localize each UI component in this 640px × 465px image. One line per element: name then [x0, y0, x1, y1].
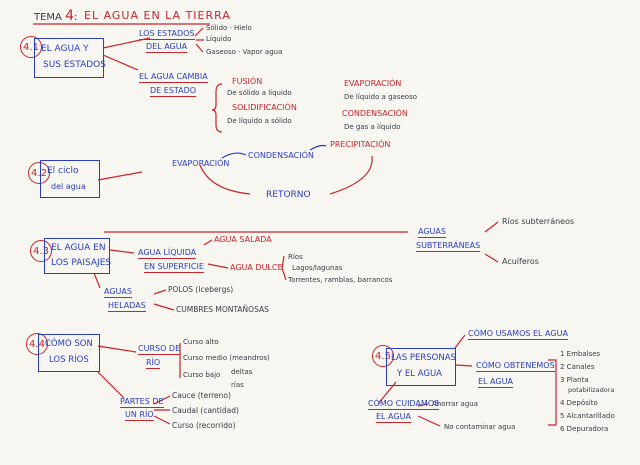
node-dulce: AGUA DULCE — [230, 263, 283, 272]
obt-item: 1 Embalses — [560, 350, 601, 358]
node-estados: LOS ESTADOS — [139, 29, 195, 40]
state-item: Sólido · Hielo — [206, 24, 252, 32]
section-number-4-5: 4.5 — [372, 345, 394, 367]
node-cuidamos: EL AGUA — [376, 412, 411, 423]
cuid-item: Ahorrar agua — [432, 400, 478, 408]
node-salada: AGUA SALADA — [214, 235, 272, 244]
node-subterraneas: AGUAS — [418, 227, 446, 238]
node-partes: UN RÍO — [125, 410, 154, 421]
box-line: EL AGUA EN — [51, 243, 106, 253]
dulce-item: Torrentes, ramblas, barrancos — [288, 276, 393, 284]
box-line: LAS PERSONAS — [391, 353, 456, 363]
sub-item: Ríos subterráneos — [502, 217, 575, 226]
section-number-4-3: 4.3 — [30, 240, 52, 262]
section-number-4-4: 4.4 — [26, 333, 48, 355]
node-liquida: AGUA LÍQUIDA — [138, 248, 197, 259]
partes-item: Caudal (cantidad) — [172, 406, 239, 415]
node-heladas: AGUAS — [104, 287, 132, 298]
curso-item: rías — [231, 381, 244, 389]
title-prefix: TEMA — [34, 12, 62, 23]
box-line: EL AGUA Y — [41, 44, 89, 54]
node-curso: RÍO — [146, 358, 161, 369]
cycle-step: PRECIPITACIÓN — [330, 140, 391, 149]
box-line: del agua — [51, 182, 86, 191]
partes-item: Cauce (terreno) — [172, 391, 231, 400]
node-liquida: EN SUPERFICIE — [144, 262, 204, 273]
obt-item: 6 Depuradora — [560, 425, 609, 433]
heladas-item: POLOS (Icebergs) — [168, 285, 234, 294]
node-usamos: CÓMO USAMOS EL AGUA — [468, 329, 568, 340]
change-name: FUSIÓN — [232, 77, 263, 86]
cycle-step: EVAPORACIÓN — [172, 159, 230, 168]
section-number-4-1: 4.1 — [20, 36, 42, 58]
node-obtenemos: CÓMO OBTENEMOS — [476, 361, 555, 372]
change-desc: De líquido a gaseoso — [344, 93, 418, 101]
obt-item: 3 Planta — [560, 376, 589, 384]
node-obtenemos: EL AGUA — [478, 377, 513, 388]
dulce-item: Lagos/lagunas — [292, 264, 343, 272]
box-line: Y EL AGUA — [397, 369, 442, 379]
change-name: EVAPORACIÓN — [344, 79, 402, 88]
change-name: SOLIDIFICACIÓN — [232, 103, 297, 112]
cuid-item: No contaminar agua — [444, 423, 516, 431]
state-item: Gaseoso · Vapor agua — [206, 48, 283, 56]
change-desc: De sólido a líquido — [227, 89, 292, 97]
change-desc: De líquido a sólido — [227, 117, 292, 125]
dulce-item: Ríos — [288, 253, 303, 261]
node-subterraneas: SUBTERRÁNEAS — [416, 241, 481, 252]
curso-item: Curso alto — [183, 338, 219, 346]
curso-item: Curso medio (meandros) — [183, 354, 270, 362]
title-text: EL AGUA EN LA TIERRA — [84, 9, 231, 22]
box-line: LOS RÍOS — [49, 355, 89, 365]
node-cambia: DE ESTADO — [150, 86, 197, 97]
partes-item: Curso (recorrido) — [172, 421, 236, 430]
box-line: El ciclo — [47, 166, 79, 176]
obt-item: 2 Canales — [560, 363, 595, 371]
box-line: SUS ESTADOS — [43, 60, 106, 70]
cycle-step: CONDENSACIÓN — [248, 151, 314, 160]
obt-item: 5 Alcantarillado — [560, 412, 615, 420]
node-cambia: EL AGUA CAMBIA — [139, 72, 208, 83]
box-line: CÓMO SON — [45, 339, 93, 349]
heladas-item: CUMBRES MONTAÑOSAS — [176, 305, 269, 314]
sub-item: Acuíferos — [502, 257, 539, 266]
curso-item: deltas — [231, 368, 253, 376]
obt-item: potabilizadora — [568, 386, 615, 394]
state-item: Líquido — [206, 35, 232, 43]
curso-item: Curso bajo — [183, 371, 221, 379]
node-partes: PARTES DE — [120, 397, 164, 408]
section-box-4-2: El ciclo del agua — [40, 160, 100, 198]
node-heladas: HELADAS — [108, 301, 146, 312]
change-name: CONDENSACIÓN — [342, 109, 408, 118]
change-desc: De gas a líquido — [344, 123, 401, 131]
cycle-step: RETORNO — [266, 190, 311, 200]
section-box-4-3: EL AGUA EN LOS PAISAJES — [44, 238, 112, 274]
section-number-4-2: 4.2 — [28, 162, 50, 184]
section-box-4-4: CÓMO SON LOS RÍOS — [38, 334, 100, 372]
node-cuidamos: CÓMO CUIDAMOS — [368, 399, 440, 410]
obt-item: 4 Depósito — [560, 399, 598, 407]
node-estados: DEL AGUA — [146, 42, 188, 53]
box-line: LOS PAISAJES — [51, 258, 112, 268]
node-curso: CURSO DE — [138, 344, 181, 355]
title-number: 4 — [65, 8, 75, 24]
section-box-4-5: LAS PERSONAS Y EL AGUA — [386, 348, 456, 386]
section-box-4-1: EL AGUA Y SUS ESTADOS — [34, 38, 106, 78]
